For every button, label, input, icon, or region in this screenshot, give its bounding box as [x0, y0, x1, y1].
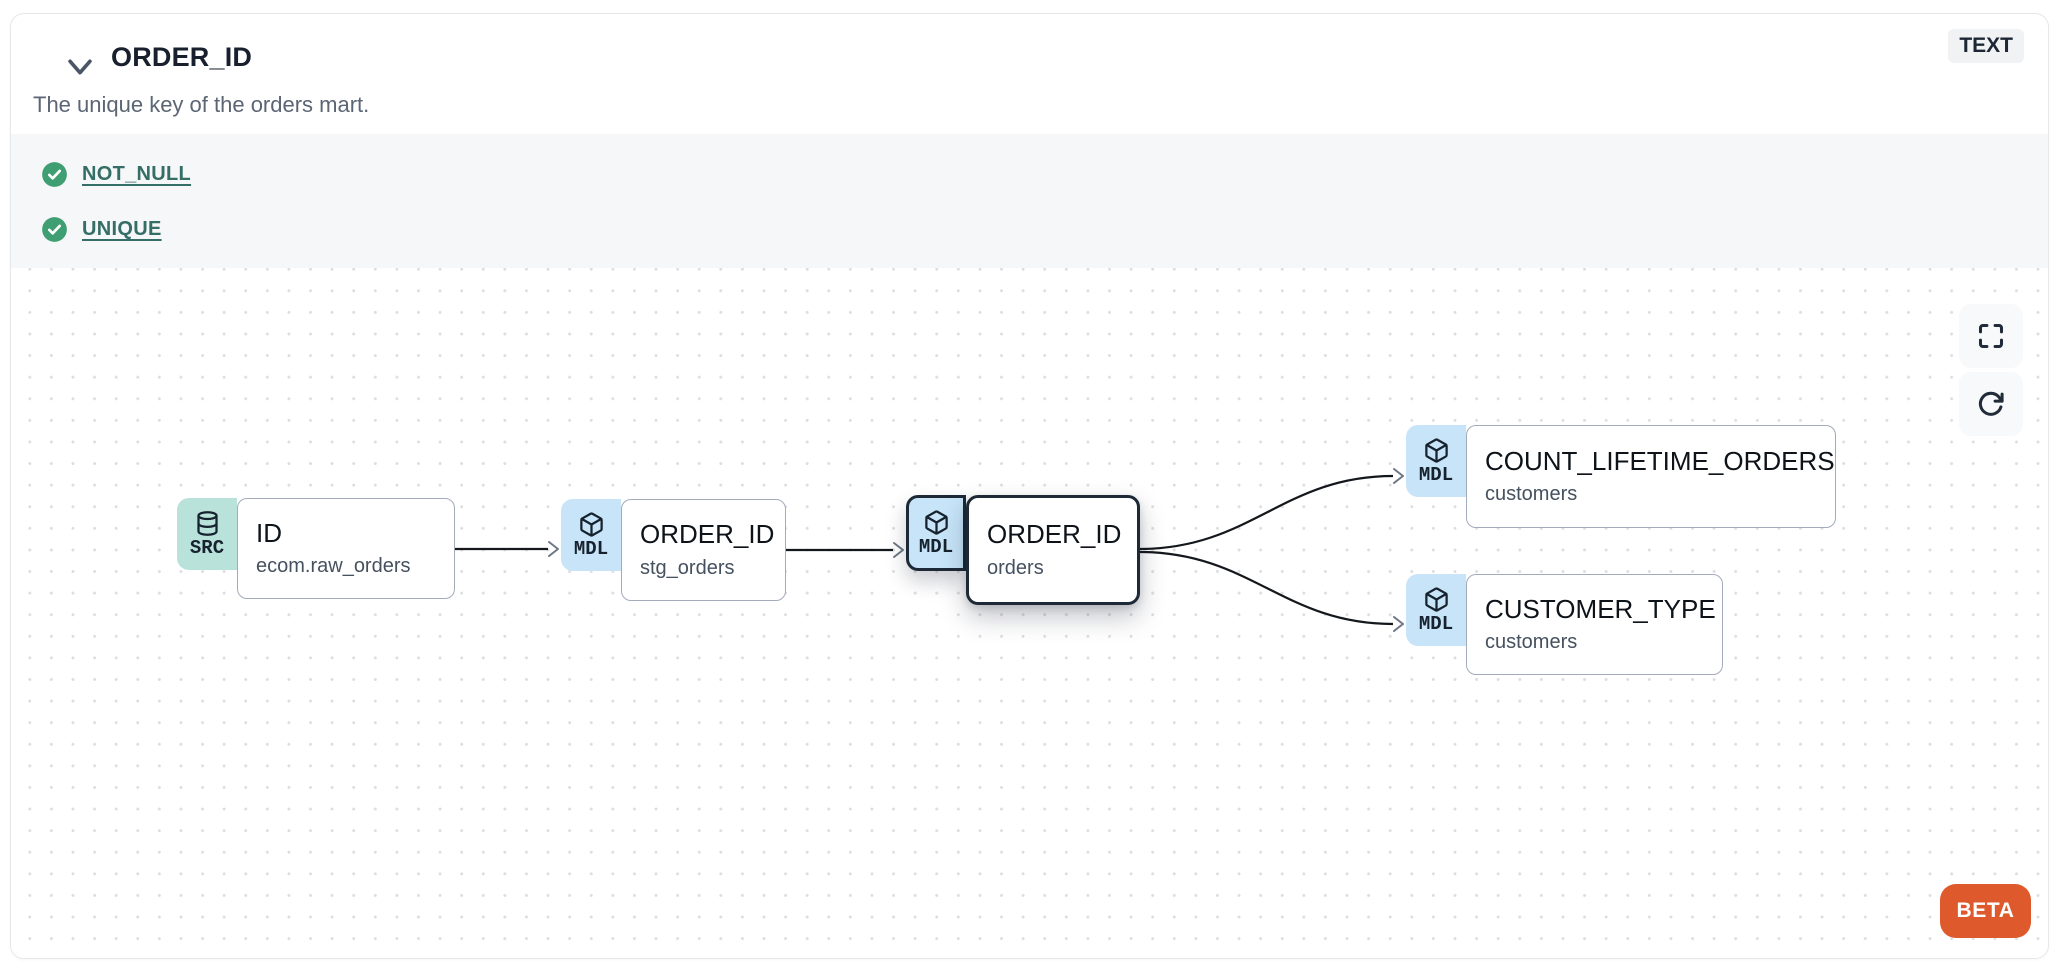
edge-orders-to-count — [1138, 474, 1394, 551]
collapse-chevron-icon[interactable] — [63, 50, 97, 76]
fullscreen-button[interactable] — [1959, 304, 2023, 368]
node-body: ORDER_ID stg_orders — [621, 499, 786, 601]
column-title: ORDER_ID — [111, 42, 253, 72]
model-badge: MDL — [561, 499, 621, 571]
node-body: CUSTOMER_TYPE customers — [1466, 574, 1723, 675]
lineage-edges — [454, 468, 1404, 632]
model-badge: MDL — [1406, 425, 1466, 497]
lineage-node-order-id-orders-selected[interactable]: MDL ORDER_ID orders — [866, 475, 1170, 660]
box-icon — [1424, 437, 1448, 463]
lineage-node-customer-type[interactable]: MDL CUSTOMER_TYPE customers — [1406, 574, 1723, 675]
node-body: COUNT_LIFETIME_ORDERS customers — [1466, 425, 1836, 528]
arrowhead-icon — [1393, 616, 1404, 632]
node-body: ID ecom.raw_orders — [237, 498, 455, 599]
node-name: ID — [256, 517, 282, 548]
test-row: UNIQUE — [41, 215, 2048, 243]
node-name: COUNT_LIFETIME_ORDERS — [1485, 445, 1835, 476]
check-circle-icon — [42, 161, 67, 187]
test-link-unique[interactable]: UNIQUE — [82, 217, 162, 240]
arrowhead-icon — [893, 542, 904, 558]
column-description: The unique key of the orders mart. — [33, 92, 370, 117]
source-badge: SRC — [177, 498, 237, 570]
beta-badge: BETA — [1940, 884, 2031, 938]
column-type-badge: TEXT — [1948, 29, 2024, 63]
box-icon — [579, 511, 603, 537]
model-badge: MDL — [906, 495, 966, 571]
node-subtitle: ecom.raw_orders — [256, 555, 411, 578]
test-link-not-null[interactable]: NOT_NULL — [82, 162, 192, 185]
node-body: ORDER_ID orders — [966, 495, 1140, 605]
arrowhead-icon — [1393, 468, 1404, 484]
fullscreen-icon — [1978, 323, 2004, 349]
model-badge: MDL — [1406, 574, 1466, 646]
arrowhead-icon — [548, 541, 559, 557]
database-icon — [196, 510, 218, 536]
lineage-node-id-raw-orders[interactable]: SRC ID ecom.raw_orders — [177, 498, 455, 599]
node-subtitle: customers — [1485, 631, 1578, 654]
node-name: ORDER_ID — [987, 519, 1122, 550]
column-details-card: ORDER_ID TEXT The unique key of the orde… — [10, 13, 2049, 959]
node-name: ORDER_ID — [640, 519, 775, 550]
node-subtitle: customers — [1485, 483, 1578, 506]
box-icon — [1424, 586, 1448, 612]
node-name: CUSTOMER_TYPE — [1485, 593, 1716, 624]
test-row: NOT_NULL — [41, 160, 2048, 188]
node-subtitle: stg_orders — [640, 556, 735, 579]
tests-section: NOT_NULL UNIQUE — [11, 134, 2048, 268]
check-circle-icon — [42, 216, 67, 242]
lineage-node-count-lifetime-orders[interactable]: MDL COUNT_LIFETIME_ORDERS customers — [1406, 425, 1836, 528]
refresh-button[interactable] — [1959, 372, 2023, 436]
lineage-canvas[interactable]: SRC ID ecom.raw_orders MDL ORDER_ID stg_… — [11, 268, 2048, 958]
box-icon — [924, 509, 948, 535]
lineage-node-order-id-stg-orders[interactable]: MDL ORDER_ID stg_orders — [561, 499, 786, 601]
node-subtitle: orders — [987, 556, 1044, 579]
edge-orders-to-type — [1138, 550, 1394, 626]
refresh-icon — [1978, 391, 2004, 416]
